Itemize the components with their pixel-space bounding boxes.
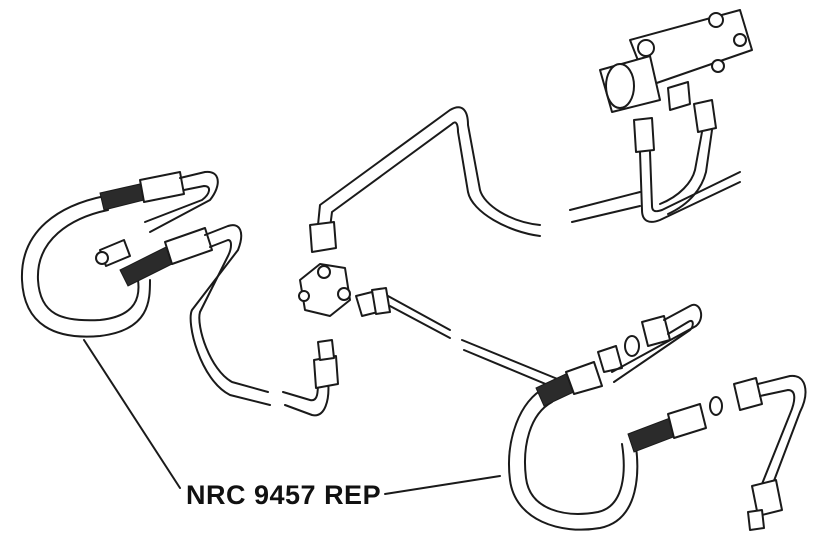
hose-braid xyxy=(99,183,145,211)
hose-ferrule xyxy=(164,227,213,265)
hose-ferrule xyxy=(139,171,185,203)
brake-pressure-valve xyxy=(599,9,753,223)
three-way-connector xyxy=(298,263,351,317)
upper-rigid-pipe xyxy=(309,106,641,253)
right-flexible-hose xyxy=(508,303,807,531)
pipe-union-nut xyxy=(633,117,655,153)
pipe-union-nut xyxy=(309,221,337,253)
pipe-union-nut xyxy=(733,377,763,411)
hose-ferrule xyxy=(667,403,707,439)
pipe-union-nut xyxy=(751,479,783,517)
pipe-union-nut xyxy=(597,345,623,373)
leader-line-right xyxy=(384,475,501,495)
copper-washer xyxy=(709,396,723,416)
leader-line-left xyxy=(83,339,181,489)
middle-rigid-pipe xyxy=(355,287,561,391)
part-number-label: NRC 9457 REP xyxy=(186,480,382,510)
hose-braid xyxy=(627,417,677,453)
left-flexible-hose xyxy=(20,170,339,417)
hose-ferrule xyxy=(565,361,603,395)
leader-lines xyxy=(83,339,501,495)
pipe-union-nut xyxy=(313,355,339,389)
pipe-union-nut xyxy=(693,99,717,133)
copper-washer xyxy=(624,335,640,357)
